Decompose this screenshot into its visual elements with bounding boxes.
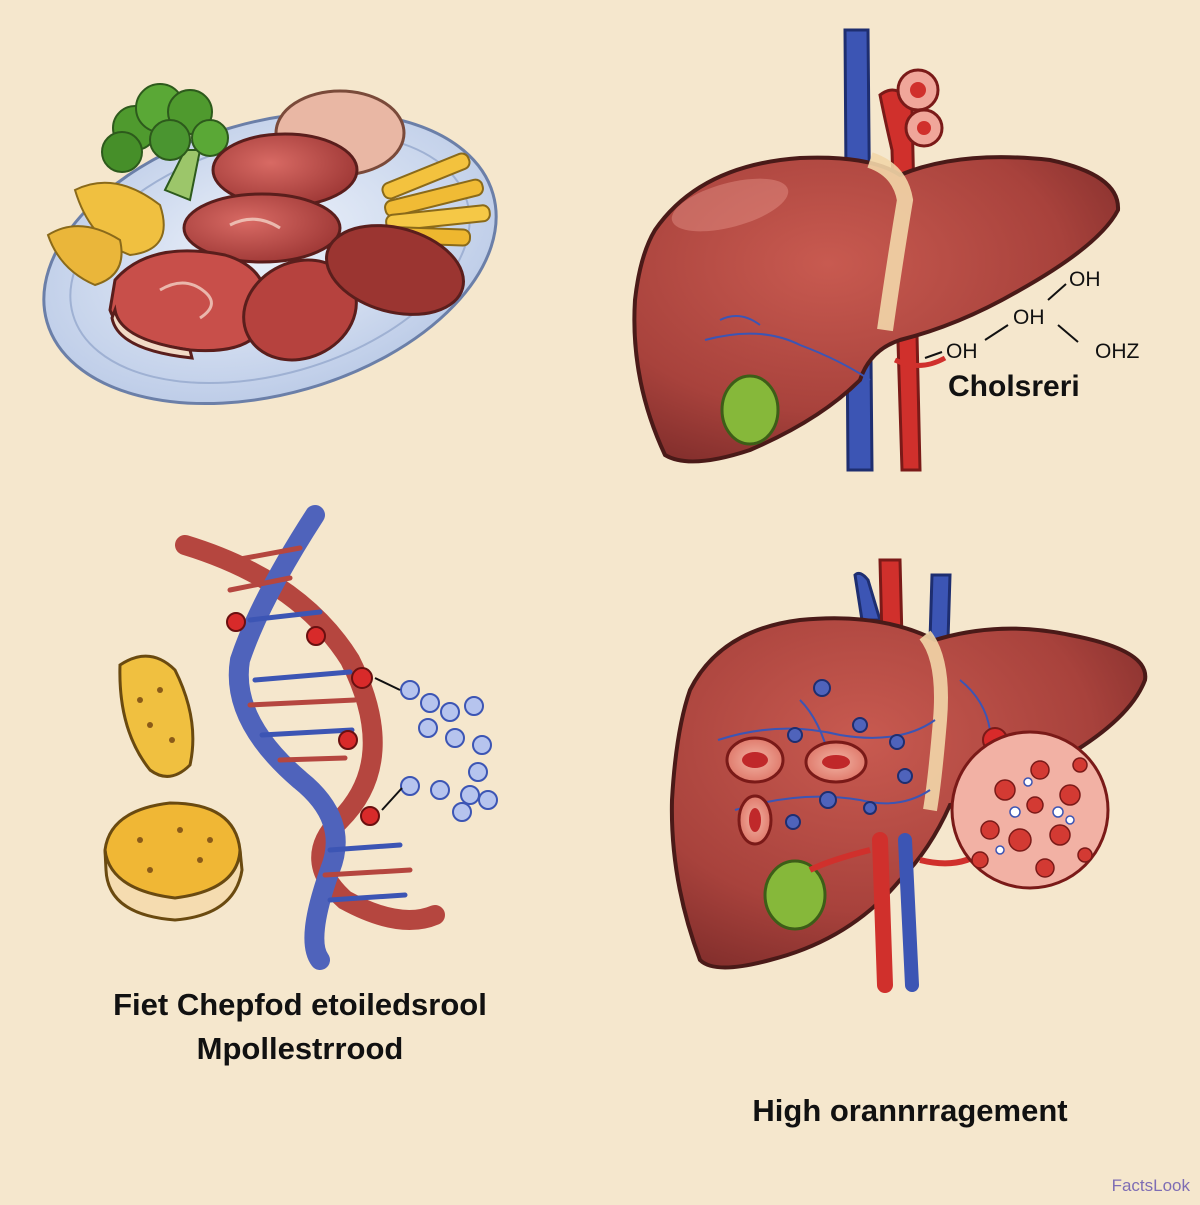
liver-highlight-top bbox=[671, 178, 789, 232]
vena-cava-bottom-left bbox=[853, 571, 883, 622]
molecule-bonds bbox=[924, 283, 1079, 359]
cholesterol-label: Cholsreri bbox=[948, 370, 1080, 403]
chem-group-2: OH bbox=[1013, 306, 1045, 329]
liver-blue-dots bbox=[785, 679, 913, 830]
dna-base-pairs bbox=[227, 545, 413, 903]
caption-bottom-right: High orannrragement bbox=[752, 1093, 1068, 1128]
dna-strand-red bbox=[175, 535, 445, 930]
food-plate-group bbox=[42, 83, 498, 406]
caption-bottom-left: Fiet Chepfod etoiledsrool Mpollestrrood bbox=[40, 983, 560, 1071]
meat-marbling bbox=[159, 217, 281, 320]
tissue-section bbox=[950, 730, 1110, 890]
vena-cava-bottom-right bbox=[928, 573, 952, 642]
falciform-ligament-top bbox=[867, 152, 914, 332]
meat-slices bbox=[108, 132, 465, 362]
liver-bottom-group bbox=[669, 558, 1148, 993]
caption-bottom-left-line2: Mpollestrrood bbox=[196, 1031, 404, 1066]
chem-group-4: OHZ bbox=[1095, 340, 1140, 363]
dna-strand-blue bbox=[228, 505, 346, 970]
broccoli bbox=[101, 83, 229, 202]
caption-bottom-left-line1: Fiet Chepfod etoiledsrool bbox=[113, 987, 487, 1022]
chem-group-1: OH bbox=[1069, 268, 1101, 291]
potato-chunk bbox=[103, 654, 244, 922]
liver-top-group bbox=[632, 28, 1121, 472]
watermark-logo: FactsLook bbox=[1111, 1176, 1190, 1195]
dna-group bbox=[103, 505, 498, 970]
chem-group-3: OH bbox=[946, 340, 978, 363]
dna-marker-dots bbox=[226, 612, 380, 826]
dna-molecule-chain bbox=[400, 680, 498, 822]
gallbladder-bottom bbox=[763, 859, 827, 931]
gallbladder-top bbox=[720, 374, 780, 446]
potato-wedges bbox=[46, 181, 165, 287]
falciform-ligament-bottom bbox=[919, 630, 948, 812]
